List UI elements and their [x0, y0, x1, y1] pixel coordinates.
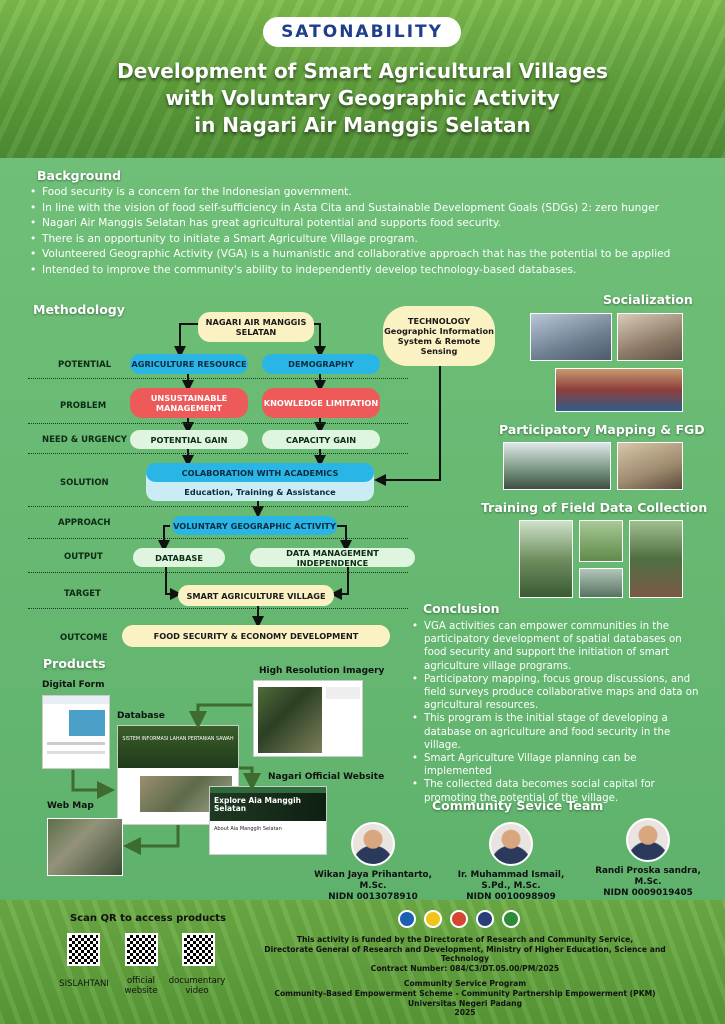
divider: [28, 608, 408, 609]
university-logo: [424, 910, 442, 928]
qr-label: documentary video: [168, 976, 226, 996]
poster-title: Development of Smart Agricultural Villag…: [117, 59, 608, 137]
digital-form-screenshot: [42, 695, 110, 769]
list-item: The collected data becomes social capita…: [410, 778, 700, 804]
row-label-solution: SOLUTION: [60, 478, 109, 488]
avatar: [351, 822, 395, 866]
socialization-photo: [530, 313, 612, 361]
mapping-heading: Participatory Mapping & FGD: [499, 422, 705, 437]
avatar: [626, 818, 670, 862]
list-item: Smart Agriculture Village planning can b…: [410, 752, 700, 778]
node-demography: DEMOGRAPHY: [262, 354, 380, 374]
socialization-photo: [617, 313, 683, 361]
header-banner: SATONABILITY Development of Smart Agricu…: [0, 0, 725, 158]
row-label-target: TARGET: [64, 589, 101, 599]
node-vga: VOLUNTARY GEOGRAPHIC ACTIVITY: [172, 516, 337, 535]
row-label-potential: POTENTIAL: [58, 360, 112, 370]
list-item: Participatory mapping, focus group discu…: [410, 673, 700, 713]
list-item: Nagari Air Manggis Selatan has great agr…: [28, 216, 708, 232]
list-item: This program is the initial stage of dev…: [410, 712, 700, 752]
list-item: There is an opportunity to initiate a Sm…: [28, 232, 708, 248]
divider: [28, 378, 408, 379]
team-member: Randi Proska sandra, M.Sc. NIDN 00090194…: [586, 818, 710, 899]
satonability-logo: SATONABILITY: [263, 17, 461, 47]
webmap-label: Web Map: [47, 801, 94, 811]
mapping-photo: [503, 442, 611, 490]
nagari-logo: [502, 910, 520, 928]
node-unsustainable-management: UNSUSTAINABLE MANAGEMENT: [130, 388, 248, 418]
divider: [28, 538, 408, 539]
list-item: Volunteered Geographic Activity (VGA) is…: [28, 247, 708, 263]
node-collaboration: COLABORATION WITH ACADEMICS: [146, 463, 374, 482]
training-photo: [519, 520, 573, 598]
list-item: In line with the vision of food self-suf…: [28, 201, 708, 217]
database-label: Database: [117, 711, 165, 721]
webmap-screenshot: [47, 818, 123, 876]
node-outcome: FOOD SECURITY & ECONOMY DEVELOPMENT: [122, 625, 390, 647]
node-knowledge-limitation: KNOWLEDGE LIMITATION: [262, 388, 380, 418]
training-photo: [579, 520, 623, 562]
row-label-output: OUTPUT: [64, 552, 103, 562]
team-member: Ir. Muhammad Ismail, S.Pd., M.Sc. NIDN 0…: [442, 822, 580, 903]
training-photo: [579, 568, 623, 598]
imagery-screenshot: [253, 680, 363, 757]
divider: [28, 506, 408, 507]
node-data-independence: DATA MANAGEMENT INDEPENDENCE: [250, 548, 415, 568]
mapping-photo: [617, 442, 683, 490]
program-logo: [450, 910, 468, 928]
node-potential-gain: POTENTIAL GAIN: [130, 430, 248, 449]
conclusion-list: VGA activities can empower communities i…: [410, 620, 700, 805]
qr-code-website[interactable]: [125, 933, 158, 966]
conclusion-heading: Conclusion: [423, 601, 500, 616]
row-label-outcome: OUTCOME: [60, 633, 108, 643]
divider: [28, 423, 408, 424]
regency-logo: [476, 910, 494, 928]
qr-label: SISLAHTANI: [59, 979, 109, 989]
training-photo: [629, 520, 683, 598]
list-item: Intended to improve the community's abil…: [28, 263, 708, 279]
socialization-heading: Socialization: [603, 292, 693, 307]
background-heading: Background: [37, 168, 122, 183]
database-screenshot: SISTEM INFORMASI LAHAN PERTANIAN SAWAH: [117, 725, 239, 825]
methodology-heading: Methodology: [33, 302, 125, 317]
node-smart-village: SMART AGRICULTURE VILLAGE: [178, 585, 334, 606]
node-capacity-gain: CAPACITY GAIN: [262, 430, 380, 449]
node-technology: TECHNOLOGY Geographic Information System…: [383, 306, 495, 366]
qr-heading: Scan QR to access products: [70, 913, 226, 924]
socialization-group-photo: [555, 368, 683, 412]
row-label-need-urgency: NEED & URGENCY: [42, 435, 127, 445]
node-agriculture-resource: AGRICULTURE RESOURCE: [130, 354, 248, 374]
divider: [28, 572, 408, 573]
team-heading: Community Sevice Team: [432, 798, 604, 813]
qr-code-sislahtani[interactable]: [67, 933, 100, 966]
node-nagari: NAGARI AIR MANGGIS SELATAN: [198, 312, 314, 342]
digital-form-label: Digital Form: [42, 680, 105, 690]
qr-code-video[interactable]: [182, 933, 215, 966]
row-label-problem: PROBLEM: [60, 401, 107, 411]
website-label: Nagari Official Website: [268, 772, 385, 782]
footer-banner: [0, 900, 725, 1024]
imagery-label: High Resolution Imagery: [259, 666, 385, 676]
qr-label: official website: [124, 976, 158, 996]
training-heading: Training of Field Data Collection: [481, 500, 708, 515]
node-database: DATABASE: [133, 548, 225, 567]
website-screenshot: Explore Aia Manggih Selatan About Aia Ma…: [209, 786, 327, 855]
background-list: Food security is a concern for the Indon…: [28, 185, 708, 278]
sponsor-logos: [398, 910, 520, 928]
divider: [28, 453, 408, 454]
products-heading: Products: [43, 656, 106, 671]
list-item: VGA activities can empower communities i…: [410, 620, 700, 673]
avatar: [489, 822, 533, 866]
list-item: Food security is a concern for the Indon…: [28, 185, 708, 201]
row-label-approach: APPROACH: [58, 518, 111, 528]
team-member: Wikan Jaya Prihantarto, M.Sc. NIDN 00130…: [310, 822, 436, 903]
ministry-logo: [398, 910, 416, 928]
funding-text: This activity is funded by the Directora…: [264, 935, 666, 1018]
